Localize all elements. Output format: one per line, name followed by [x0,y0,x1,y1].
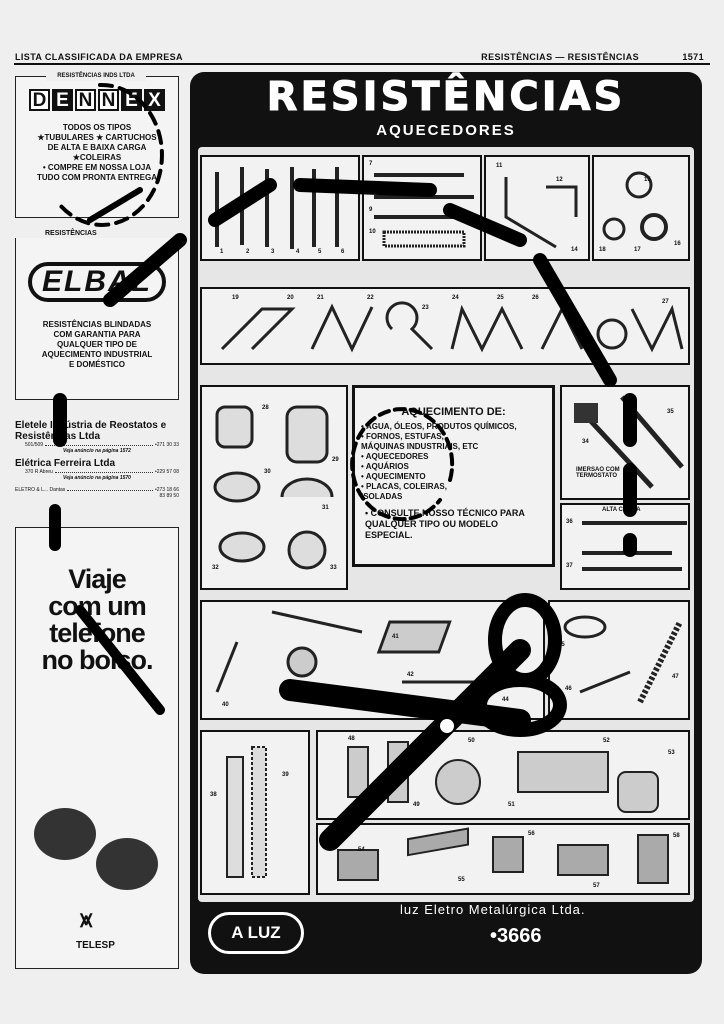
heating-consult: • CONSULTE NOSSO TÉCNICO PARA QUALQUER T… [365,508,525,540]
telesp-logo-icon: ⩙ [80,907,93,932]
listing-phone: •229 57 08 [155,469,179,475]
immersion-label: IMERSAO COM TERMOSTATO [576,467,620,479]
high-load-label: ALTA CARGA [602,507,641,513]
listings: Eletele Indústria de Reostatos e Resistê… [15,420,179,499]
listing-note: Veja anúncio na página 1570 [63,475,131,481]
listing-note: Veja anúncio na página 1572 [63,448,131,454]
company-phone: •3666 [490,925,542,947]
phone-token-icon [96,838,158,890]
page-number: 1571 [682,52,704,62]
telesp-logo: TELESP [76,940,115,951]
header-left: LISTA CLASSIFICADA DA EMPRESA [15,52,183,62]
heating-title: AQUECIMENTO DE: [401,406,506,418]
header-rule [14,63,710,65]
ad-title: RESISTÊNCIAS [266,74,626,120]
company-name: luz Eletro Metalúrgica Ltda. [400,902,586,917]
header-right: RESISTÊNCIAS — RESISTÊNCIAS [481,52,639,62]
phone-token-icon [34,808,96,860]
listing-phone: •271 30 33 [155,442,179,448]
dennex-company: RESISTÊNCIAS INDS LTDA [46,71,146,81]
elbal-category: RESISTÊNCIAS [45,230,97,237]
a-luz-logo: A LUZ [208,912,304,954]
heating-box: AQUECIMENTO DE: • ÁGUA, ÓLEOS, PRODUTOS … [352,385,555,567]
listing-phone: •273 18 66 [155,487,179,493]
listing-name: Elétrica Ferreira Ltda [15,458,116,469]
heating-list: • ÁGUA, ÓLEOS, PRODUTOS QUÍMICOS,• FORNO… [361,422,517,501]
ad-subtitle: AQUECEDORES [376,122,516,139]
elbal-logo: ELBAL [28,262,166,302]
listing-name: Eletele Indústria de Reostatos e Resistê… [15,420,167,442]
